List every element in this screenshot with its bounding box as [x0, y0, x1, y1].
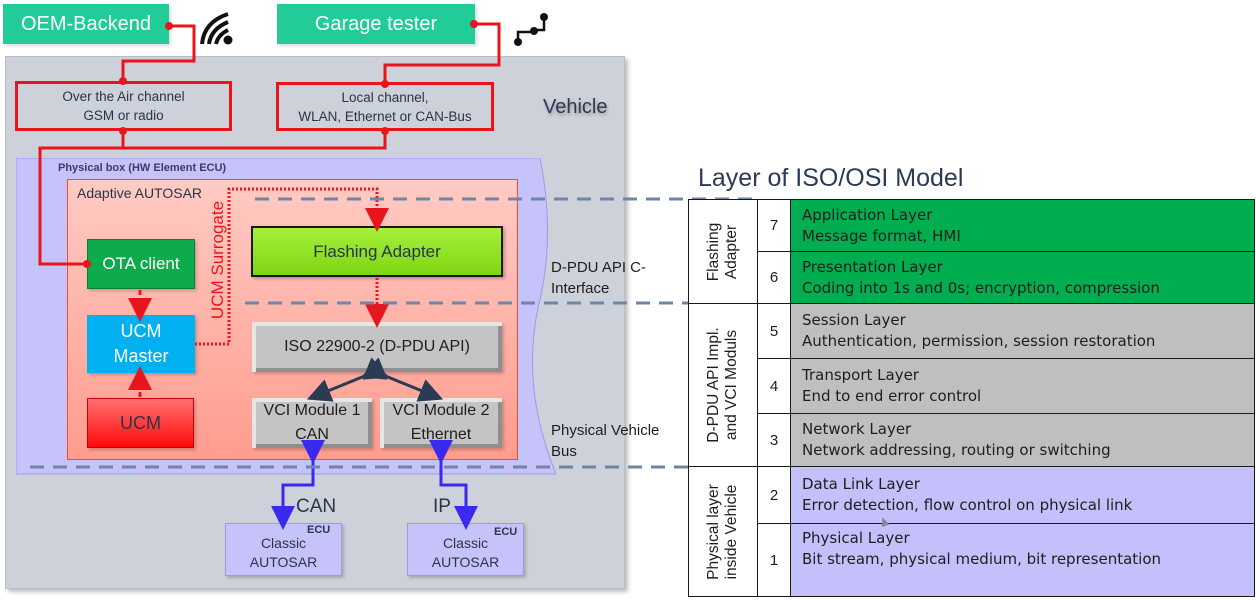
can-bus-label: CAN: [296, 496, 337, 517]
ecu-tag-2: ECU: [494, 526, 518, 538]
dpdu-c-interface-line2: Interface: [551, 280, 610, 297]
osi-layer-title: Application Layer: [802, 205, 933, 224]
classic-autosar-ecu-1: Classic AUTOSAR: [225, 523, 342, 576]
osi-group-label-line: Flashing: [705, 222, 722, 281]
classic2-line2: AUTOSAR: [431, 554, 500, 570]
oem-backend-box: OEM-Backend: [3, 4, 169, 44]
osi-layer-number: 3: [757, 413, 791, 467]
osi-group-label-line: and VCI Moduls: [723, 329, 740, 441]
garage-tester-box: Garage tester: [277, 4, 475, 44]
ucm-box: UCM: [87, 398, 194, 448]
ota-channel-line2: GSM or radio: [83, 108, 164, 123]
osi-layer-detail: Coding into 1s and 0s; encryption, compr…: [802, 278, 1160, 297]
ecu-tag-1: ECU: [307, 524, 331, 536]
dpdu-api-box: ISO 22900-2 (D-PDU API): [252, 322, 502, 372]
osi-layer-number: 6: [757, 251, 791, 304]
physical-vehicle-bus-line1: Physical Vehicle: [551, 422, 660, 439]
dpdu-c-interface-label: D-PDU API C- Interface: [551, 257, 646, 299]
ucm-master-line1: UCM: [120, 321, 162, 341]
osi-group-label-line: inside Vehicle: [723, 484, 740, 579]
osi-layer-number: 5: [757, 303, 791, 359]
wifi-icon: [200, 12, 233, 45]
ip-bus-label: IP: [433, 496, 451, 517]
adaptive-autosar-label: Adaptive AUTOSAR: [77, 185, 203, 201]
local-channel-line2: WLAN, Ethernet or CAN-Bus: [298, 108, 472, 124]
network-wire-icon: [514, 13, 548, 46]
osi-layer-number: 7: [757, 199, 791, 252]
osi-layer-number: 4: [757, 358, 791, 414]
osi-layer-title: Data Link Layer: [802, 475, 920, 493]
osi-layer-detail: Authentication, permission, session rest…: [802, 332, 1156, 350]
ota-channel-line1: Over the Air channel: [62, 89, 185, 104]
vehicle-label: Vehicle: [543, 96, 608, 118]
osi-layer-number: 1: [757, 523, 791, 597]
osi-layer-number: 2: [757, 466, 791, 524]
physical-box-label: Physical box (HW Element ECU): [58, 162, 227, 174]
osi-layer-title: Presentation Layer: [802, 257, 943, 276]
classic1-line1: Classic: [260, 535, 307, 551]
osi-group-label-line: D-PDU API Impl.: [705, 327, 722, 443]
classic-autosar-ecu-2: Classic AUTOSAR: [407, 523, 524, 576]
local-channel-box: Local channel, WLAN, Ethernet or CAN-Bus: [276, 82, 494, 131]
osi-group-label-line: Physical layer: [705, 483, 722, 580]
physical-vehicle-bus-line2: Bus: [551, 443, 577, 460]
osi-layer-title: Network Layer: [802, 420, 912, 438]
dpdu-c-interface-line1: D-PDU API C-: [551, 259, 647, 276]
osi-layer-detail: Error detection, flow control on physica…: [802, 496, 1133, 514]
ota-client-box: OTA client: [87, 239, 195, 289]
osi-layer-title: Transport Layer: [802, 366, 919, 384]
osi-group-label: D-PDU API Impl.and VCI Moduls: [705, 327, 741, 442]
local-channel-line1: Local channel,: [341, 89, 429, 105]
ucm-master-line2: Master: [113, 346, 169, 366]
osi-layer-detail: End to end error control: [802, 387, 982, 405]
physical-vehicle-bus-label: Physical Vehicle Bus: [551, 420, 659, 462]
osi-layer-detail: Network addressing, routing or switching: [802, 441, 1111, 459]
vci1-line2: CAN: [295, 426, 329, 443]
vci2-line2: Ethernet: [410, 426, 472, 443]
vci1-line1: VCI Module 1: [263, 402, 361, 419]
vci2-line1: VCI Module 2: [392, 402, 490, 419]
ucm-surrogate-label: UCM Surrogate: [208, 200, 227, 320]
osi-layer-title: Physical Layer: [802, 529, 910, 547]
classic2-line1: Classic: [442, 535, 489, 551]
ucm-master-box: UCM Master: [87, 315, 195, 373]
osi-group-cell: D-PDU API Impl.and VCI Moduls: [688, 303, 758, 467]
osi-layer-title: Session Layer: [802, 311, 906, 329]
osi-layer-detail: Bit stream, physical medium, bit represe…: [802, 550, 1162, 568]
osi-model-title: Layer of ISO/OSI Model: [698, 164, 964, 192]
vci-module-1-box: VCI Module 1 CAN: [252, 398, 372, 448]
osi-layer-detail: Message format, HMI: [802, 226, 961, 245]
vci-module-2-box: VCI Module 2 Ethernet: [380, 398, 502, 448]
flashing-adapter-box: Flashing Adapter: [251, 226, 503, 277]
osi-group-label-line: Adapter: [723, 224, 740, 279]
classic1-line2: AUTOSAR: [249, 554, 318, 570]
